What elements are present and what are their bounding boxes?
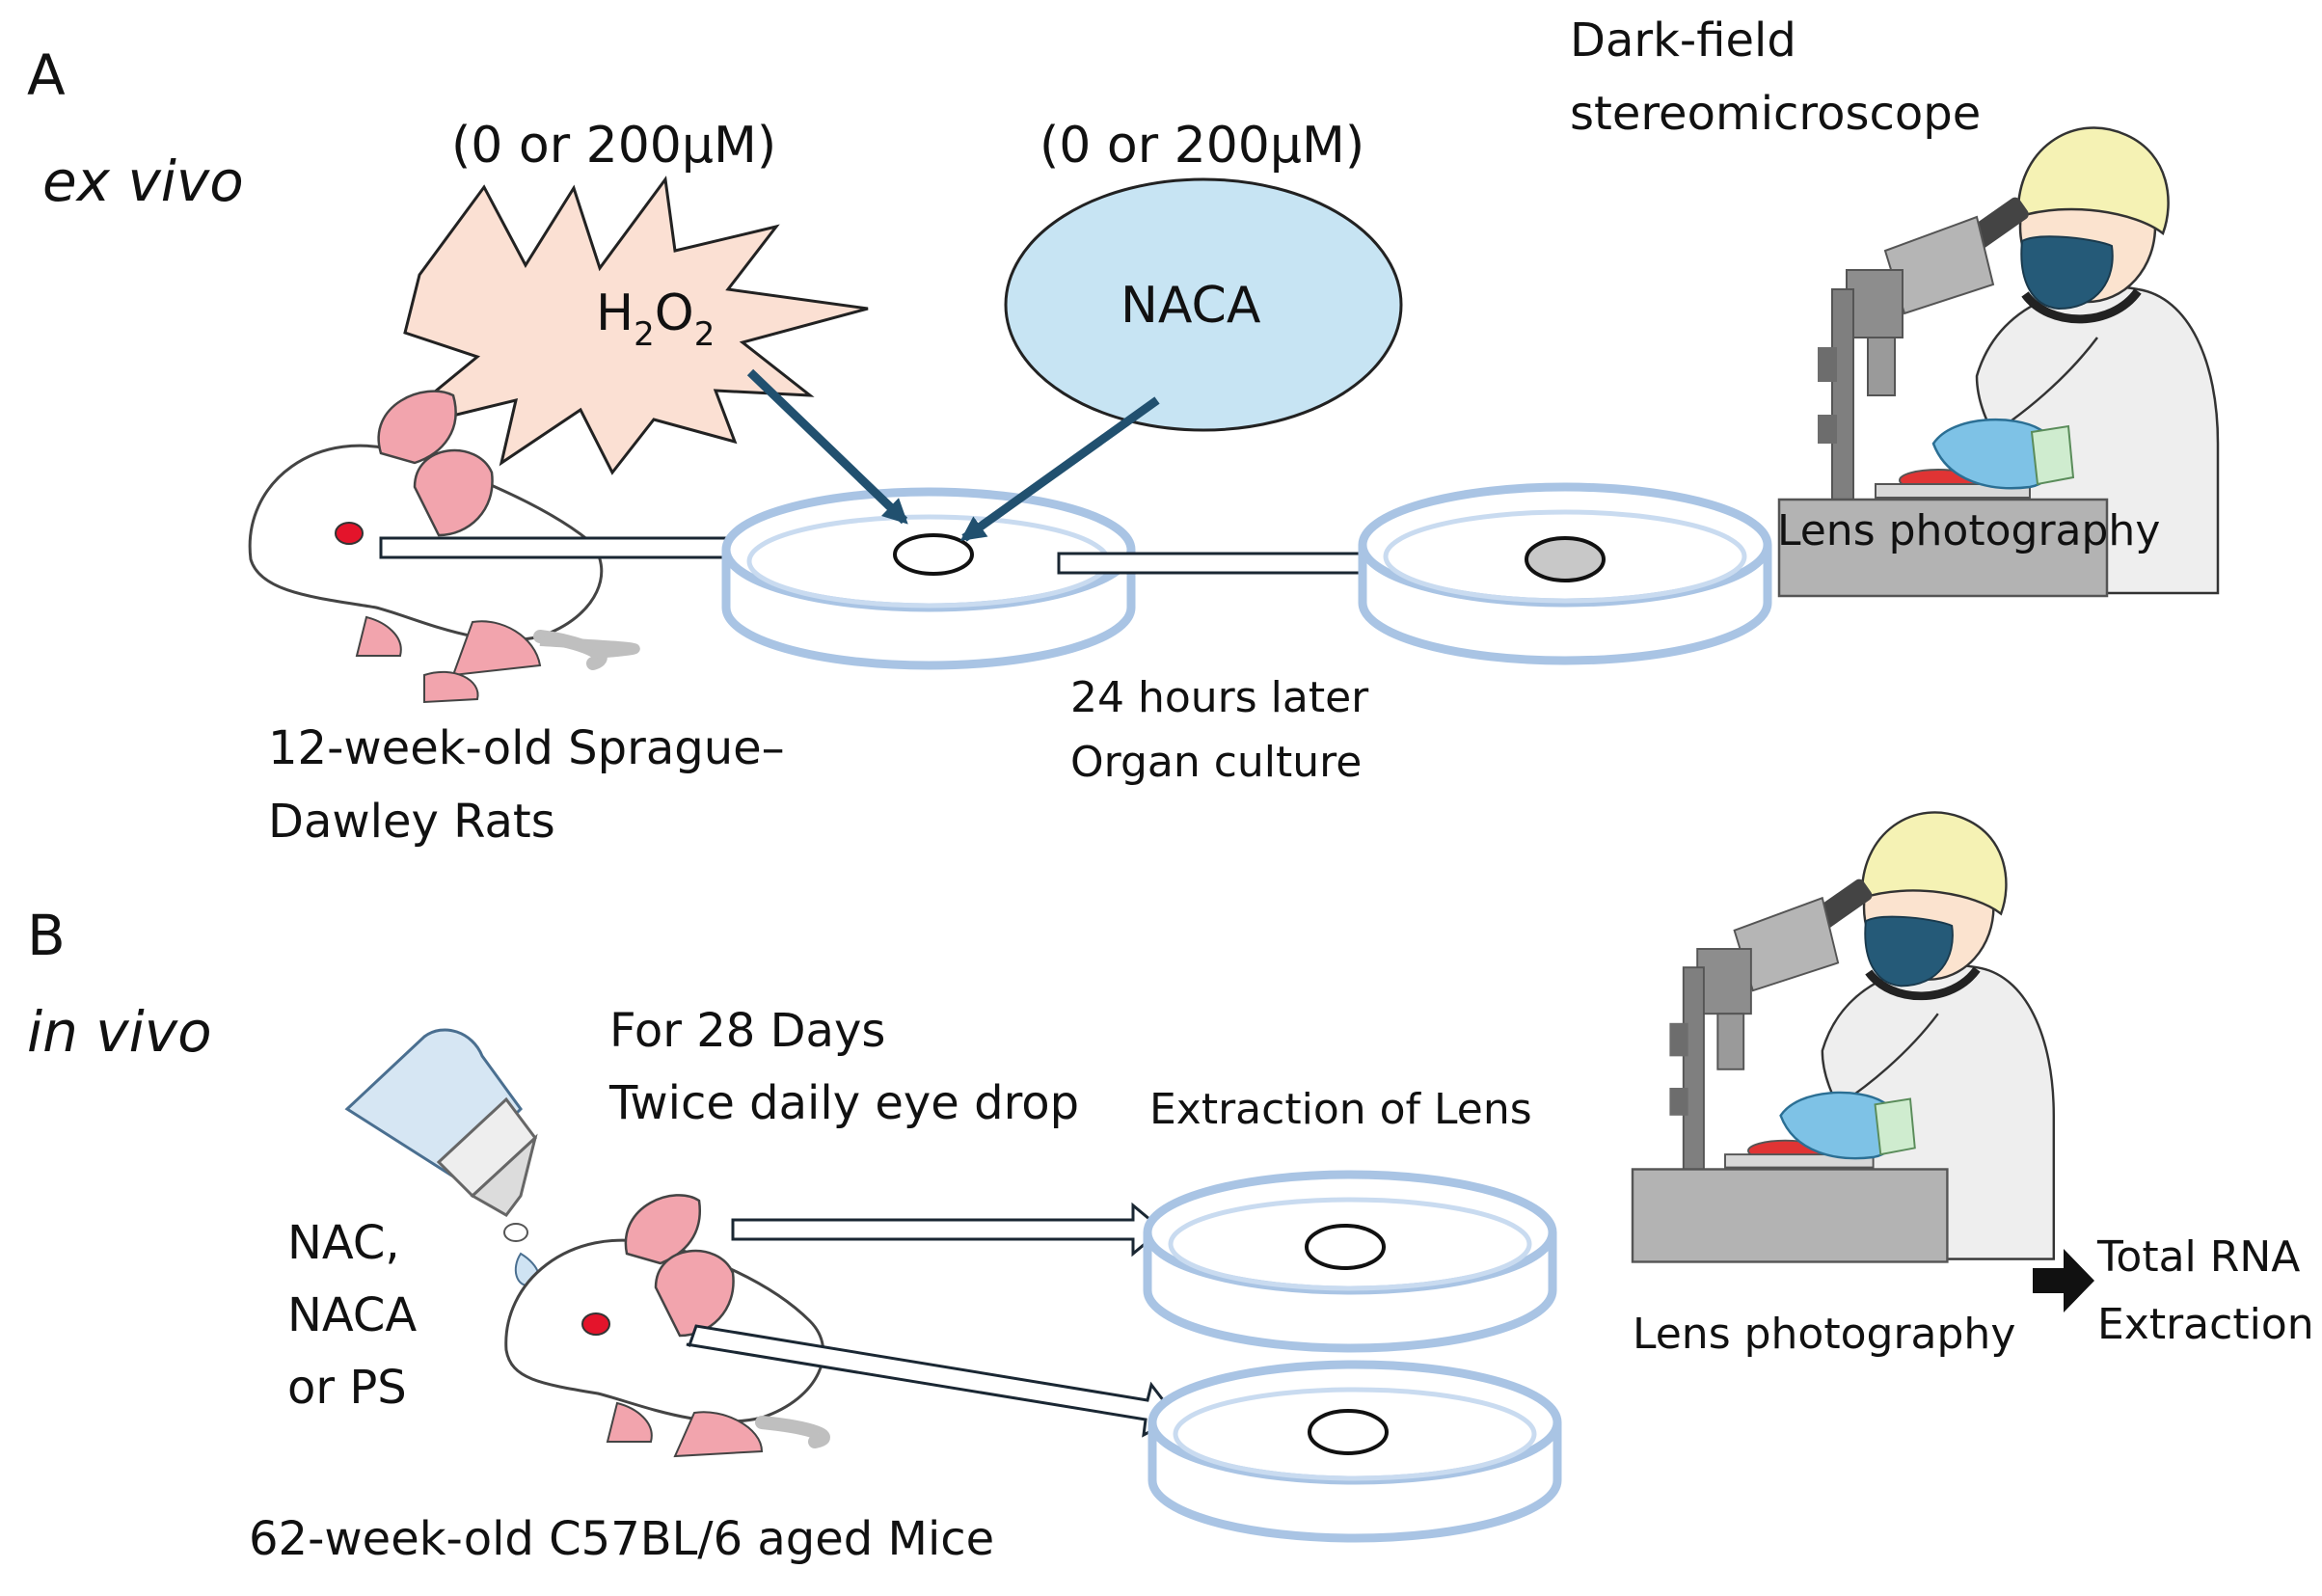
- scientist-microscope-b: [1633, 812, 2054, 1261]
- panel-a-letter: A: [27, 42, 66, 108]
- lens-b-bottom: [1308, 1409, 1389, 1455]
- lens-photography-b: Lens photography: [1633, 1310, 2015, 1359]
- lens-opaque: [1525, 536, 1606, 582]
- arrow-h2o2-to-lens: [746, 368, 908, 525]
- rna-line1: Total RNA: [2096, 1232, 2300, 1282]
- h2o2-label: H2O2: [596, 284, 715, 354]
- arrow-to-rna: [2033, 1249, 2094, 1312]
- naca-ellipse: [1004, 177, 1403, 432]
- rna-line2: Extraction: [2097, 1300, 2314, 1349]
- drugs-line2: NACA: [287, 1288, 417, 1342]
- panel-b-mode: in vivo: [27, 999, 212, 1065]
- microscope-title-line2: stereomicroscope: [1570, 87, 1981, 141]
- culture-label-line1: 24 hours later: [1070, 673, 1369, 722]
- eye-drop-bottle: [344, 1028, 540, 1287]
- rat-label-line1: 12-week-old Sprague–: [268, 721, 785, 775]
- extraction-label: Extraction of Lens: [1149, 1085, 1532, 1134]
- panel-a-mode: ex vivo: [42, 149, 244, 214]
- microscope-title-line1: Dark-field: [1570, 14, 1796, 68]
- duration-line2: Twice daily eye drop: [608, 1076, 1079, 1130]
- drugs-line1: NAC,: [287, 1216, 400, 1270]
- duration-line1: For 28 Days: [609, 1004, 885, 1058]
- mouse-illustration: [504, 1194, 830, 1458]
- naca-concentration: (0 or 200µM): [1040, 117, 1364, 175]
- panel-b-letter: B: [27, 903, 66, 968]
- lens-photography-a: Lens photography: [1777, 506, 2160, 555]
- naca-label: NACA: [1120, 277, 1261, 335]
- lens-b-top: [1305, 1224, 1386, 1270]
- h2o2-burst: [385, 176, 869, 475]
- arrow-naca-to-lens: [959, 396, 1160, 542]
- lens-clear: [893, 533, 974, 576]
- h2o2-concentration: (0 or 200µM): [451, 117, 776, 175]
- arrow-mouse-to-dish-top: [731, 1202, 1165, 1258]
- mouse-label: 62-week-old C57BL/6 aged Mice: [249, 1512, 994, 1566]
- drugs-line3: or PS: [287, 1361, 407, 1415]
- dish-1-treatment: [726, 492, 1131, 665]
- culture-label-line2: Organ culture: [1070, 738, 1362, 787]
- rat-label-line2: Dawley Rats: [268, 795, 555, 849]
